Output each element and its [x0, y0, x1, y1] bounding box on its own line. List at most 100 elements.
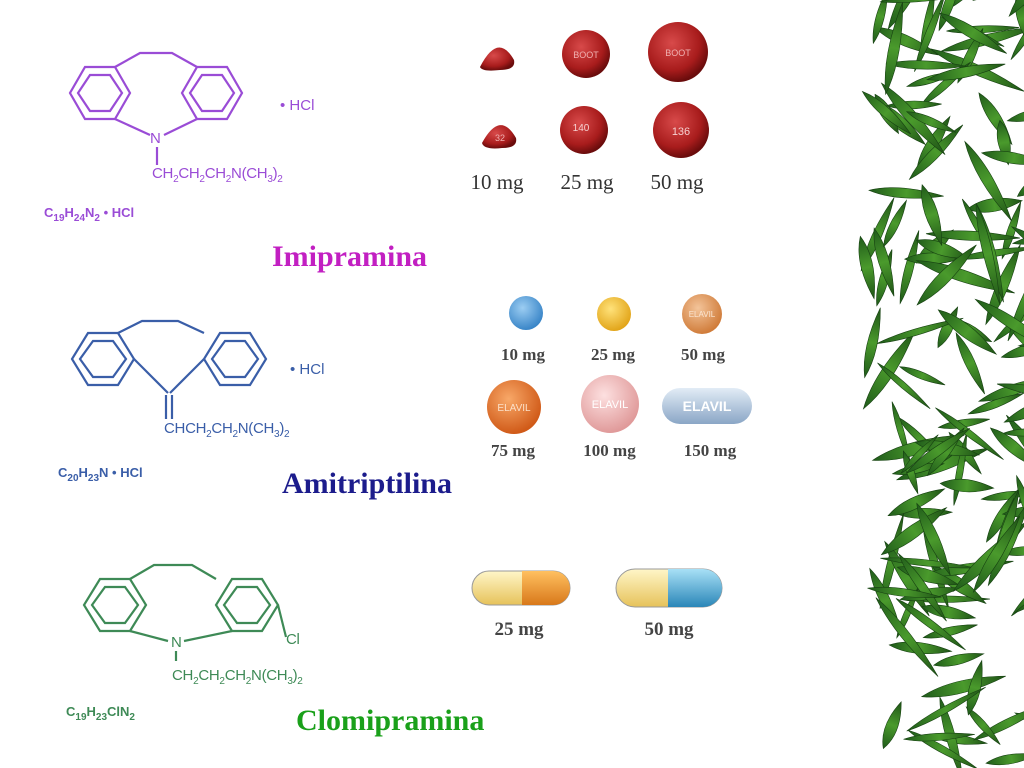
- tablet-25mg: [597, 297, 631, 331]
- bamboo-leaf: [875, 597, 939, 677]
- tablet-mark: 136: [672, 126, 690, 138]
- tablet-10mg-top: [480, 47, 515, 71]
- bamboo-leaf: [932, 653, 985, 667]
- clomipramine-structure: [82, 563, 288, 661]
- bamboo-leaf: [966, 197, 1023, 213]
- bamboo-leaf: [921, 184, 943, 247]
- bamboo-leaf: [916, 244, 977, 306]
- tablet-mark: BOOT: [665, 48, 691, 58]
- tablet-25mg-bottom: [560, 106, 608, 154]
- amitriptyline-formula: C20H23N • HCl: [58, 465, 143, 484]
- amitriptyline-dose-150: 150 mg: [683, 441, 737, 460]
- bamboo-leaf: [880, 82, 946, 155]
- bamboo-leaf: [879, 0, 973, 3]
- tablet-50mg: [682, 294, 722, 334]
- tablet-mark: ELAVIL: [592, 399, 629, 411]
- bamboo-leaf: [985, 753, 1024, 766]
- capsule-50mg: [615, 568, 723, 608]
- tablet-25mg-top: [562, 30, 610, 78]
- bamboo-leaf: [897, 552, 947, 622]
- imipramine-title: Imipramina: [272, 240, 428, 273]
- bamboo-leaf: [972, 515, 1021, 594]
- bamboo-leaf: [905, 428, 971, 474]
- bamboo-leaf: [939, 478, 995, 493]
- imipramine-salt: • HCl: [280, 97, 315, 114]
- bamboo-leaf: [872, 0, 888, 45]
- bamboo-leaf: [899, 230, 920, 305]
- bamboo-leaf: [989, 427, 1024, 469]
- bamboo-leaf: [996, 383, 1024, 402]
- tablet-mark: 32: [495, 133, 505, 143]
- clomipramine-title: Clomipramina: [296, 704, 485, 737]
- tablet-50mg-top: [648, 22, 708, 82]
- clomipramine-dose-50: 50 mg: [644, 619, 694, 640]
- amitriptyline-dose-50: 50 mg: [681, 345, 725, 364]
- imipramine-dose-10: 10 mg: [470, 170, 524, 194]
- bamboo-leaf: [1002, 428, 1024, 437]
- bamboo-leaf: [885, 60, 967, 70]
- clomipramine-formula: C19H23ClN2: [66, 704, 135, 723]
- bamboo-leaf: [1010, 4, 1024, 60]
- bamboo-leaf: [861, 90, 912, 135]
- tablet-10mg: [509, 296, 543, 330]
- imipramine-ring-atom: N: [150, 130, 161, 147]
- tablet-50mg-bottom: [653, 102, 709, 158]
- tablet-10mg-bottom: [482, 125, 517, 149]
- imipramine-formula: C19H24N2 • HCl: [44, 205, 135, 224]
- bamboo-leaf: [927, 427, 965, 477]
- bamboo-leaf: [964, 140, 1012, 222]
- bamboo-leaf: [916, 502, 951, 576]
- bamboo-leaf: [1000, 546, 1024, 556]
- bamboo-leaf: [937, 309, 998, 355]
- bamboo-leaf: [1006, 107, 1024, 122]
- bamboo-leaf: [858, 235, 875, 300]
- imipramine-dose-25: 25 mg: [560, 170, 614, 194]
- bamboo-leaf: [980, 150, 1024, 165]
- bamboo-leaf: [920, 675, 1006, 698]
- amitriptyline-structure: [70, 319, 268, 419]
- imipramine-structure: [68, 51, 244, 165]
- amitriptyline-title: Amitriptilina: [282, 467, 452, 500]
- amitriptyline-tablets: ELAVIL ELAVIL ELAVIL ELAVIL: [487, 294, 752, 434]
- bamboo-leaf: [908, 124, 964, 180]
- bamboo-leaf: [975, 203, 1001, 306]
- bamboo-leaf: [905, 111, 957, 133]
- bamboo-leaf: [985, 244, 1021, 326]
- tablet-mark: BOOT: [573, 50, 599, 60]
- tablet-75mg: [487, 380, 541, 434]
- bamboo-leaf: [935, 407, 1004, 460]
- bamboo-leaf: [900, 434, 939, 474]
- bamboo-leaf: [887, 488, 946, 517]
- bamboo-leaf: [880, 506, 948, 556]
- bamboo-leaf: [965, 706, 1001, 745]
- bamboo-leaf: [876, 317, 964, 344]
- bamboo-leaf: [895, 598, 966, 651]
- bamboo-leaf: [868, 187, 944, 199]
- bamboo-leaf: [903, 732, 975, 742]
- bamboo-leaf: [898, 366, 946, 386]
- tablet-mark: ELAVIL: [683, 398, 732, 414]
- clomipramine-side-chain: CH2CH2CH2N(CH3)2: [172, 667, 303, 687]
- tablet-mark: ELAVIL: [497, 403, 531, 414]
- bamboo-leaf: [1000, 340, 1024, 358]
- clomipramine-ring-atom: N: [171, 634, 182, 651]
- bamboo-leaf: [1007, 252, 1024, 342]
- bamboo-leaf: [1016, 167, 1024, 197]
- amitriptyline-side-chain: CHCH2CH2N(CH3)2: [164, 420, 290, 440]
- tablet-mark: 140: [573, 123, 590, 134]
- amitriptyline-dose-10: 10 mg: [501, 345, 545, 364]
- bamboo-leaf: [906, 686, 986, 732]
- bamboo-leaf: [873, 227, 895, 297]
- tablet-100mg: [581, 375, 639, 433]
- imipramine-dose-50: 50 mg: [650, 170, 704, 194]
- bamboo-leaves-decoration: [858, 0, 1024, 768]
- bamboo-leaf: [1001, 201, 1022, 260]
- bamboo-leaf: [863, 307, 881, 379]
- clomipramine-capsules: [471, 568, 723, 608]
- bamboo-leaf: [925, 230, 1020, 241]
- imipramine-side-chain: CH2CH2CH2N(CH3)2: [152, 165, 283, 185]
- bamboo-leaf: [974, 298, 1024, 353]
- bamboo-leaf: [882, 701, 902, 750]
- bamboo-leaf: [867, 586, 942, 598]
- bamboo-leaf: [877, 362, 931, 409]
